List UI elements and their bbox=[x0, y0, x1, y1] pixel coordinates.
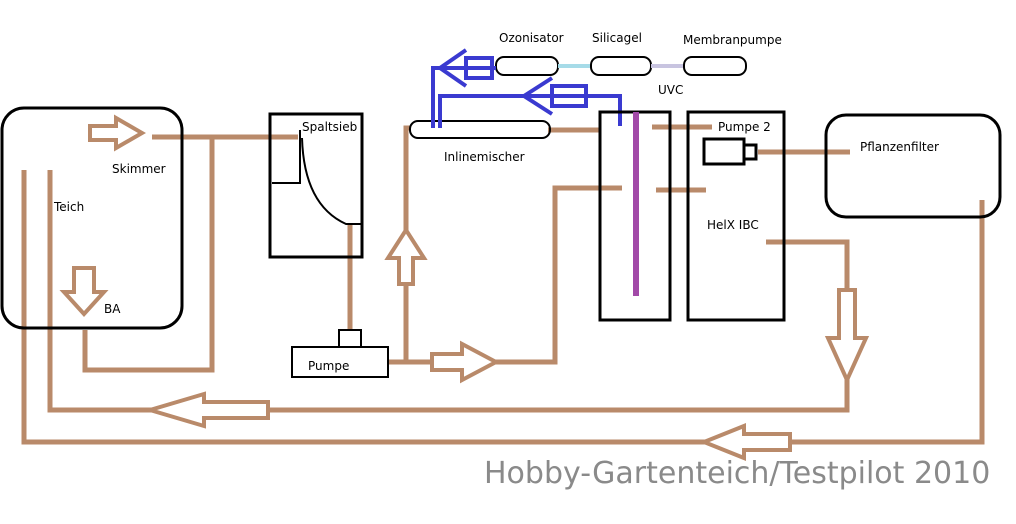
watermark: Hobby-Gartenteich/Testpilot 2010 bbox=[484, 456, 991, 491]
spaltsieb-screen bbox=[272, 130, 362, 225]
pumpe2-outlet bbox=[742, 143, 758, 161]
skimmer-label: Skimmer bbox=[112, 162, 166, 176]
arrow-pump-out bbox=[430, 340, 501, 384]
pumpe-motor bbox=[338, 329, 362, 348]
ba-pipe bbox=[82, 137, 215, 373]
membranpumpe-label: Membranpumpe bbox=[683, 33, 782, 47]
arrow-helx-down bbox=[824, 288, 870, 385]
air-to-mixer-a bbox=[431, 66, 496, 128]
flow-arrows bbox=[59, 114, 870, 461]
air-arrow-lower bbox=[520, 76, 588, 116]
ozonisator-tube bbox=[495, 56, 559, 76]
pflanzenfilter-tank bbox=[824, 113, 1002, 219]
pflanzenfilter-label: Pflanzenfilter bbox=[860, 140, 939, 154]
teich-tank bbox=[0, 106, 184, 330]
pumpe-label: Pumpe bbox=[308, 359, 350, 373]
arrow-return-low bbox=[698, 423, 792, 461]
air-arrow-upper bbox=[436, 48, 494, 88]
water-pipes bbox=[21, 124, 985, 445]
membranpumpe-tube bbox=[683, 56, 747, 76]
helx-ibc-label: HelX IBC bbox=[707, 218, 759, 232]
arrow-riser bbox=[384, 226, 428, 286]
pump-to-helx-pipe bbox=[406, 185, 622, 365]
arrow-return-mid bbox=[142, 391, 270, 429]
spaltsieb-label: Spaltsieb bbox=[302, 120, 358, 134]
spaltsieb-box bbox=[268, 112, 364, 259]
pumpe2-label: Pumpe 2 bbox=[718, 120, 771, 134]
arrow-ba bbox=[59, 266, 109, 317]
helx-ibc-tank bbox=[686, 110, 786, 322]
teich-label: Teich bbox=[54, 200, 85, 214]
helx-return-pipe bbox=[47, 170, 850, 413]
ba-label: BA bbox=[104, 302, 121, 316]
silicagel-label: Silicagel bbox=[592, 31, 642, 45]
silicagel-tube bbox=[590, 56, 652, 76]
inlinemischer-label: Inlinemischer bbox=[444, 150, 525, 164]
ozonisator-label: Ozonisator bbox=[499, 31, 564, 45]
arrow-skimmer bbox=[88, 114, 147, 152]
pumpe2-body bbox=[702, 137, 746, 166]
filter-return-pipe bbox=[21, 170, 985, 445]
inlinemischer-tube bbox=[409, 120, 551, 139]
uvc-label: UVC bbox=[658, 83, 684, 97]
